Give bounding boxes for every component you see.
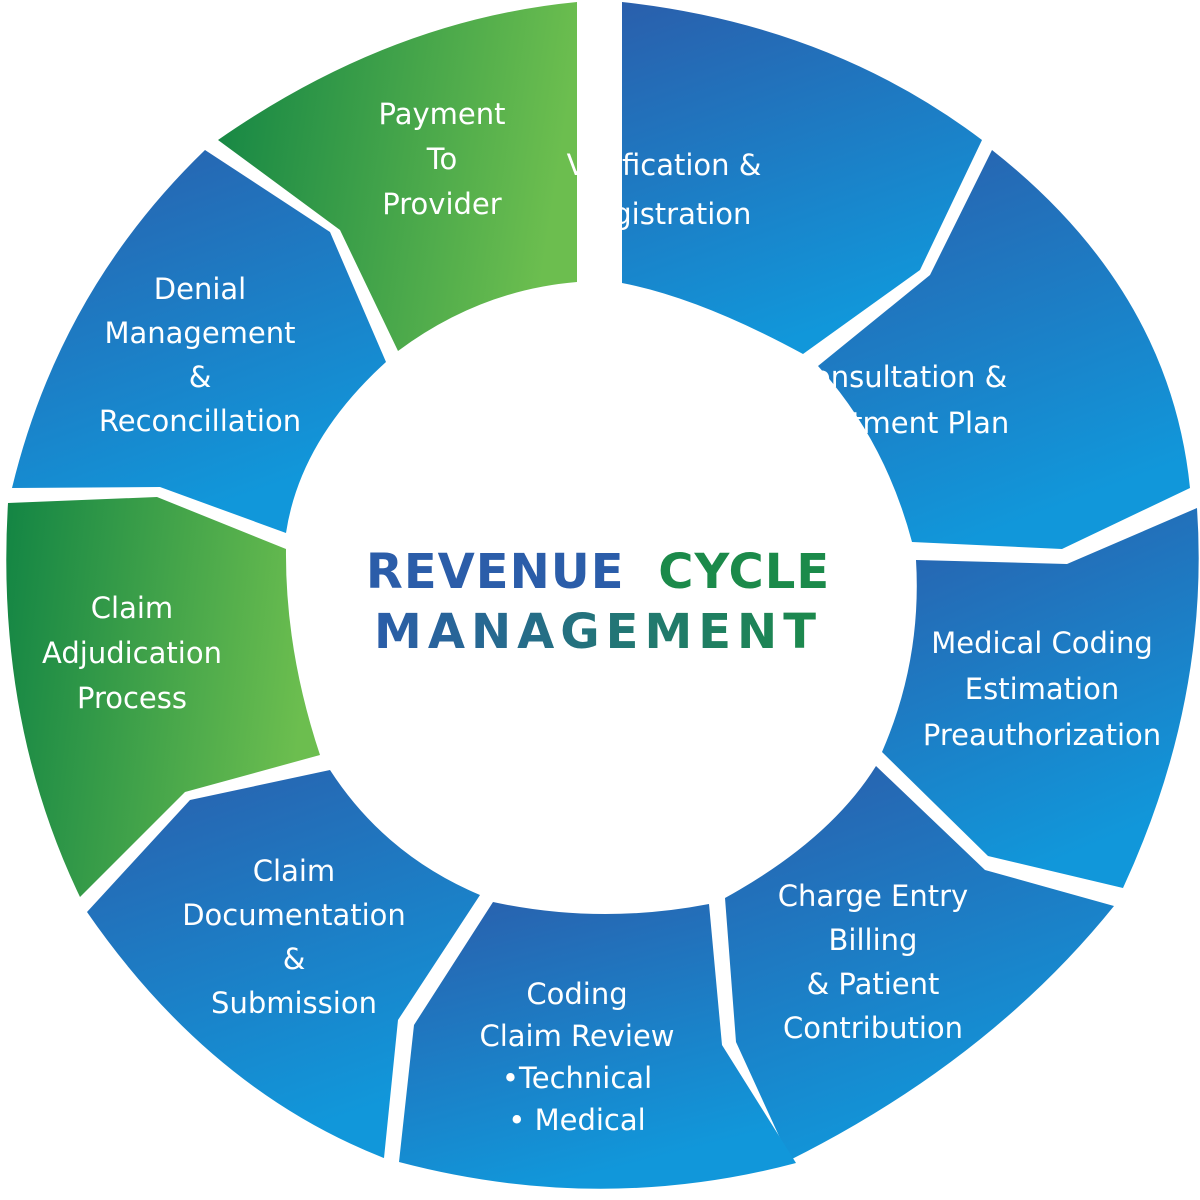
label-line: Payment <box>379 97 506 131</box>
segment-denial-management-reconciliation <box>12 150 386 533</box>
label-verification-registration: Verification & Registration <box>567 148 762 231</box>
label-line: Billing <box>829 923 918 957</box>
segment-claim-adjudication-process <box>6 497 320 897</box>
label-line: Documentation <box>182 898 406 932</box>
label-line: Coding <box>526 977 627 1011</box>
label-line: To <box>426 142 458 176</box>
label-line: Management <box>104 316 295 350</box>
label-line: Consultation & <box>793 360 1007 394</box>
label-line: Estimation <box>965 672 1119 706</box>
label-line: & <box>189 360 212 394</box>
label-line: Treatment Plan <box>790 406 1009 440</box>
label-line: Charge Entry <box>778 879 968 913</box>
title-line-1: REVENUE CYCLE <box>366 544 830 600</box>
label-line: Preauthorization <box>923 718 1161 752</box>
label-line: Medical Coding <box>931 626 1153 660</box>
label-line: Adjudication <box>42 636 222 670</box>
segment-payment-to-provider <box>218 2 577 351</box>
label-line: Reconcillation <box>99 404 301 438</box>
segment-medical-coding-estimation <box>882 508 1199 888</box>
segment-consultation-treatment-plan <box>818 150 1190 549</box>
segment-coding-claim-review <box>399 902 796 1189</box>
label-line: • Medical <box>508 1103 645 1137</box>
title-word-revenue: REVENUE <box>366 544 625 600</box>
label-line: Claim Review <box>479 1019 674 1053</box>
segment-claim-documentation-submission <box>87 770 480 1158</box>
label-line: Submission <box>211 986 377 1020</box>
title-word-cycle: CYCLE <box>658 544 830 600</box>
segment-verification-registration <box>622 2 982 354</box>
label-consultation-treatment-plan: Consultation & Treatment Plan <box>790 360 1009 440</box>
label-line: Verification & <box>567 148 762 182</box>
label-line: Claim <box>253 854 335 888</box>
label-line: Provider <box>382 187 501 221</box>
label-line: Registration <box>577 197 752 231</box>
segments <box>6 2 1199 1189</box>
label-line: Denial <box>154 272 246 306</box>
segment-charge-entry-billing <box>725 766 1114 1160</box>
label-line: Contribution <box>783 1011 963 1045</box>
center-title: REVENUE CYCLE MANAGEMENT <box>366 544 830 660</box>
label-line: Process <box>77 681 187 715</box>
label-line: & <box>283 942 306 976</box>
label-line: •Technical <box>502 1061 652 1095</box>
label-line: Claim <box>91 591 173 625</box>
title-line-2: MANAGEMENT <box>374 604 822 660</box>
label-line: & Patient <box>807 967 940 1001</box>
